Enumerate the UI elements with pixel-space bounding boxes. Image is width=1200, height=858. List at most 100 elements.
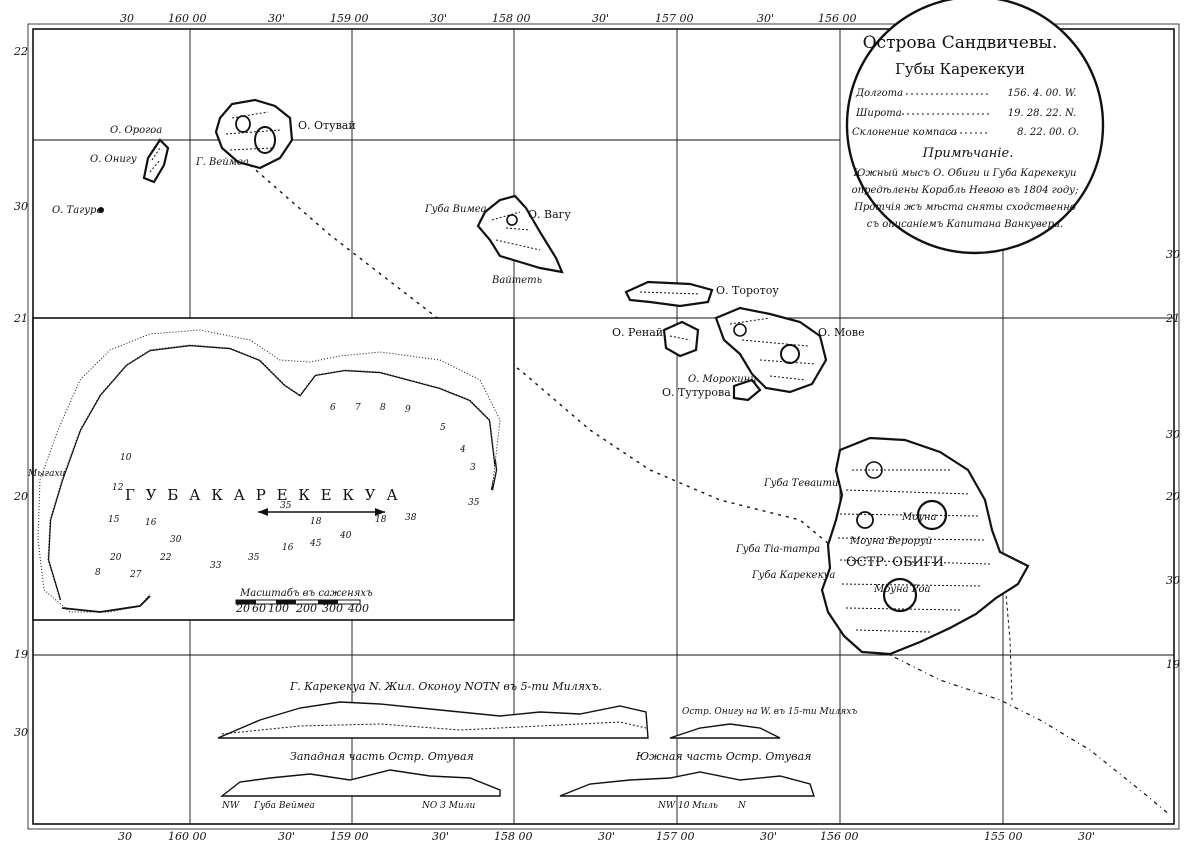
- label-vagu: О. Вагу: [528, 208, 571, 221]
- bottom-tick-labels: 30 160 00 30' 159 00 30' 158 00 30' 157 …: [118, 830, 1095, 843]
- island-vagu: [476, 194, 564, 274]
- label-tevaiti: Губа Теваити: [763, 478, 838, 489]
- label-tuturova: О. Тутурова: [662, 386, 731, 399]
- label-mauna-veroruy: Моуна Вероруй: [849, 536, 932, 547]
- island-otuvai: [214, 98, 294, 170]
- label-tagura: О. Тагура: [52, 205, 102, 216]
- sounding: 22: [159, 553, 172, 563]
- tick-bottom: 30': [432, 830, 449, 843]
- svg-text:400: 400: [347, 602, 369, 615]
- coord-value: 156. 4. 00. W.: [1008, 88, 1077, 99]
- label-obigi: ОСТР. ОБИГИ: [846, 555, 944, 570]
- sounding: 38: [405, 513, 417, 523]
- sounding: 5: [440, 423, 446, 433]
- tick-bottom: 158 00: [494, 830, 533, 843]
- note-line: Протчія жъ мѣста сняты сходственно: [853, 202, 1076, 213]
- sounding: 6: [330, 403, 336, 413]
- island-tagura: [98, 207, 104, 213]
- tick-bottom: 157 00: [656, 830, 695, 843]
- sounding: 8: [95, 568, 101, 578]
- view3-profile: [219, 769, 501, 797]
- sounding: 3: [470, 463, 476, 473]
- svg-text:60: 60: [252, 602, 266, 615]
- left-tick-labels: 22 30 21 20 19 30: [13, 45, 28, 739]
- map-outer-frame: [27, 23, 1180, 830]
- tick-right: 30: [1166, 248, 1180, 261]
- sounding: 16: [282, 543, 294, 553]
- label-veimea: Г. Веймеа: [195, 157, 249, 168]
- sounding: 20: [109, 553, 122, 563]
- sounding: 15: [108, 515, 120, 525]
- tick-right: 19: [1166, 658, 1180, 671]
- inset-bay-name: Г У Б А К А Р Е К Е К У А: [125, 486, 401, 504]
- view3-label: NW: [221, 801, 240, 811]
- label-mauna: Моуна: [901, 512, 937, 523]
- inset-soundings: 6 7 8 9 5 4 3 10 12 15 16 20 22 27 30 33…: [95, 403, 480, 580]
- island-renai: [662, 320, 700, 358]
- tick-right: 30: [1166, 428, 1180, 441]
- tick-bottom: 30': [760, 830, 777, 843]
- tick-top: 156 00: [818, 12, 857, 25]
- tick-bottom: 156 00: [820, 830, 859, 843]
- label-oniguu: О. Онигу: [90, 154, 137, 165]
- svg-text:300: 300: [322, 602, 343, 615]
- tick-left: 21: [13, 312, 28, 325]
- tick-left: 20: [13, 490, 28, 503]
- label-tiatatra: Губа Tia-татра: [735, 544, 820, 555]
- svg-text:20: 20: [235, 602, 250, 615]
- sounding: 12: [112, 483, 124, 493]
- view1-title: Г. Карекекуа N. Жил. Оконоу NOTN въ 5-ти…: [289, 680, 602, 693]
- note-line: опредѣлены Корабль Невою въ 1804 году;: [852, 185, 1079, 196]
- coord-label: Широта: [855, 108, 902, 119]
- tick-bottom: 155 00: [984, 830, 1023, 843]
- note-line: Южный мысъ О. Обиги и Губа Карекекуи: [853, 168, 1077, 179]
- sounding: 18: [310, 517, 322, 527]
- island-move: [714, 306, 828, 394]
- sounding: 40: [339, 531, 352, 541]
- tick-top: 159 00: [330, 12, 369, 25]
- tick-left: 30: [14, 726, 28, 739]
- sounding: 4: [459, 445, 466, 455]
- island-toropou: [624, 280, 714, 308]
- tick-top: 30': [757, 12, 774, 25]
- inset-scale-title: Масштабъ въ саженяхъ: [239, 588, 373, 599]
- tick-top: 30': [268, 12, 285, 25]
- tick-top: 30': [592, 12, 609, 25]
- view1-profile: [217, 701, 649, 739]
- right-tick-labels: 30 21 30 20 30 19: [1165, 248, 1180, 671]
- top-tick-labels: 30 160 00 30' 159 00 30' 158 00 30' 157 …: [120, 12, 857, 25]
- island-oniguu: [98, 138, 170, 213]
- sounding: 9: [405, 405, 411, 415]
- tick-left: 19: [14, 648, 28, 661]
- label-vimea-bay: Губа Вимеа: [424, 204, 487, 215]
- tick-top: 30: [120, 12, 134, 25]
- label-renai: О. Ренай: [612, 326, 663, 339]
- map-title: Острова Сандвичевы.: [863, 33, 1058, 53]
- tick-right: 20: [1165, 490, 1180, 503]
- tick-left: 30: [14, 200, 28, 213]
- sounding: 30: [170, 535, 182, 545]
- inset-scale-ticks: 20 60 100 200 300 400: [235, 602, 369, 615]
- tick-bottom: 160 00: [168, 830, 207, 843]
- coastal-views: Г. Карекекуа N. Жил. Оконоу NOTN въ 5-ти…: [217, 680, 857, 811]
- tick-bottom: 30': [598, 830, 615, 843]
- svg-text:200: 200: [295, 602, 317, 615]
- label-morokini: О. Морокини: [688, 374, 757, 385]
- label-vaitet: Вайтеть: [491, 275, 542, 286]
- view4-title: Южная часть Остр. Отувая: [635, 750, 811, 763]
- label-orgoa: О. Орогоа: [110, 125, 162, 136]
- sounding: 45: [309, 539, 322, 549]
- tick-top: 157 00: [655, 12, 694, 25]
- view3-label: NO 3 Мили: [421, 801, 475, 811]
- tick-top: 158 00: [492, 12, 531, 25]
- sounding: 18: [375, 515, 387, 525]
- view3-label: Губа Веймеа: [253, 800, 315, 811]
- view2-profile: [669, 723, 781, 739]
- tick-right: 30: [1166, 574, 1180, 587]
- map-subtitle: Губы Карекекуи: [895, 60, 1025, 78]
- label-toropou: О. Торотоу: [716, 284, 779, 297]
- tick-top: 160 00: [168, 12, 207, 25]
- label-karekekua-bay: Губа Карекекуа: [751, 570, 835, 581]
- island-obigi: [820, 436, 1030, 656]
